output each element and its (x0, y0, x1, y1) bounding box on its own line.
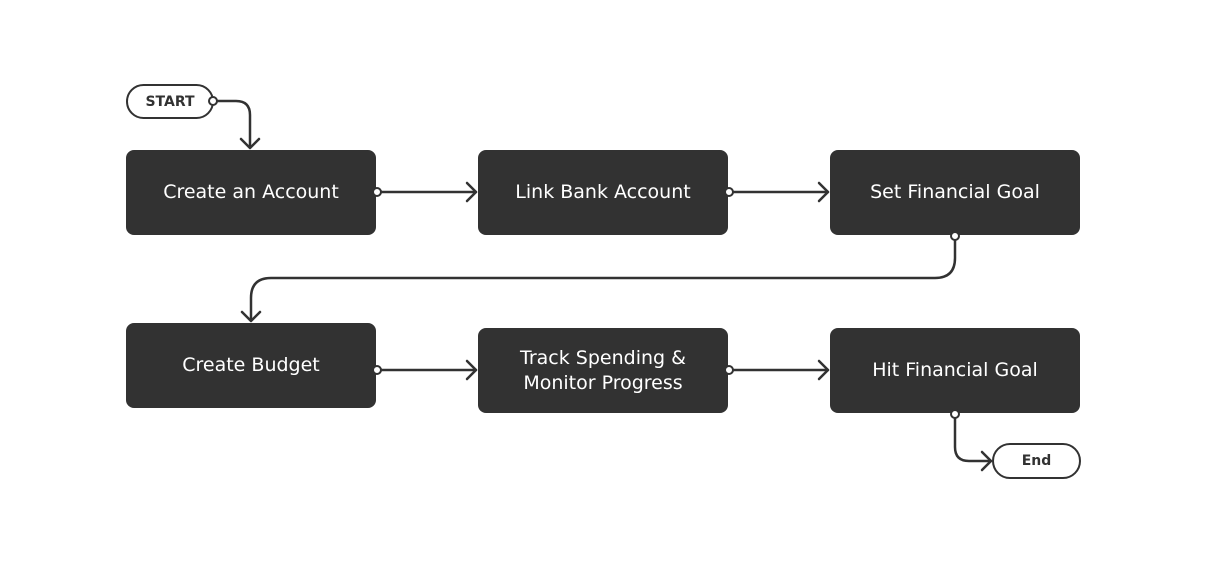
step-label: Create Budget (182, 354, 320, 376)
step-label: Link Bank Account (515, 181, 691, 203)
step-track-spending[interactable]: Track Spending & Monitor Progress (478, 328, 728, 413)
arrowhead (239, 137, 261, 150)
arrowhead (465, 181, 478, 203)
step-label: Hit Financial Goal (872, 359, 1038, 381)
step-label: Create an Account (163, 181, 339, 203)
arrowhead (240, 310, 262, 323)
step-hit-financial-goal[interactable]: Hit Financial Goal (830, 328, 1080, 413)
step-create-budget[interactable]: Create Budget (126, 323, 376, 408)
connector-hit-goal-to-end (953, 412, 993, 463)
end-terminal[interactable]: End (992, 443, 1081, 479)
start-label: START (145, 93, 195, 110)
arrowhead (817, 359, 830, 381)
arrowhead (817, 181, 830, 203)
arrowhead (465, 359, 478, 381)
end-label: End (1021, 453, 1052, 469)
arrowhead (980, 450, 993, 472)
connector-set-goal-to-create-budget (249, 234, 957, 322)
connector-start-to-create-account (211, 99, 252, 149)
step-label: Track Spending & Monitor Progress (520, 346, 686, 394)
step-create-account[interactable]: Create an Account (126, 150, 376, 235)
step-label: Set Financial Goal (870, 181, 1040, 203)
step-set-financial-goal[interactable]: Set Financial Goal (830, 150, 1080, 235)
step-link-bank-account[interactable]: Link Bank Account (478, 150, 728, 235)
start-terminal[interactable]: START (126, 84, 214, 119)
